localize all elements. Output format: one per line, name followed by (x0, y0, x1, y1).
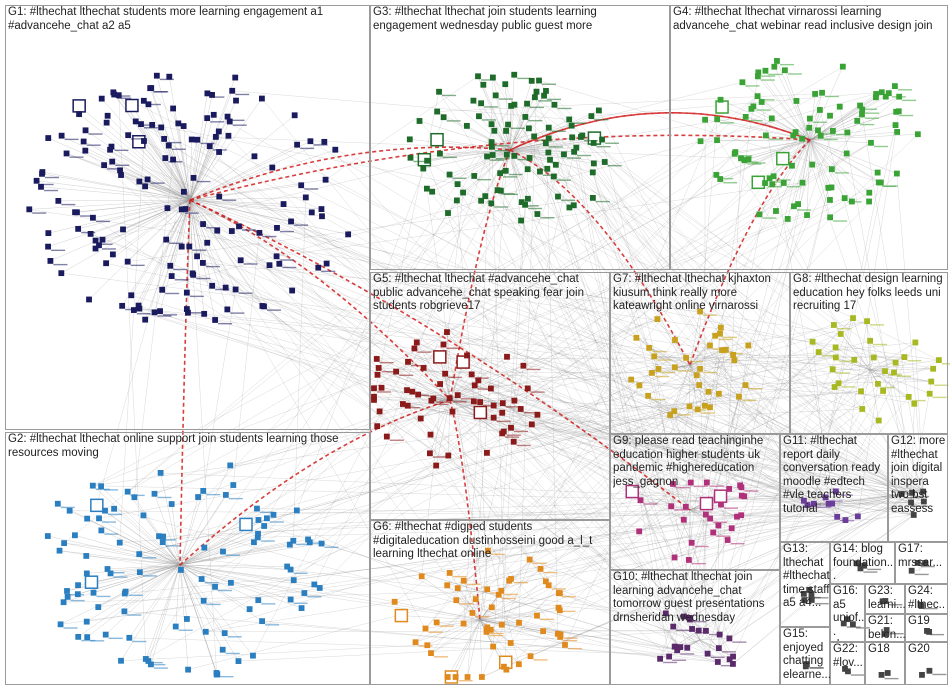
group-box-g20: G20 (905, 642, 948, 685)
group-box-g23: G23: learni... (865, 584, 905, 614)
group-label-g15: G15: enjoyed chatting elearne... (783, 628, 831, 682)
group-label-g17: G17: mrssar... (898, 543, 948, 570)
group-label-g24: G24: #lthec... (908, 585, 948, 613)
group-label-g20: G20 (908, 643, 948, 657)
group-label-g19: G19 (908, 615, 948, 629)
group-box-g11: G11: #lthechat report daily conversation… (780, 434, 888, 542)
group-box-g5: G5: #lthechat lthechat #advancehe_chat p… (370, 272, 610, 520)
group-label-g13: G13: lthechat #lthechat time staff a5 a4… (783, 543, 831, 611)
group-box-g9: G9: please read teachinginhe education h… (610, 434, 780, 570)
group-label-g3: G3: #lthechat lthechat join students lea… (373, 6, 638, 33)
group-label-g23: G23: learni... (868, 585, 906, 612)
group-box-g2: G2: #lthechat lthechat online support jo… (5, 432, 370, 685)
group-label-g4: G4: #lthechat lthechat virnarossi learni… (673, 6, 948, 33)
group-label-g16: G16: a5 uniof... deve... (833, 585, 866, 641)
group-label-g2: G2: #lthechat lthechat online support jo… (8, 433, 363, 460)
group-box-g13: G13: lthechat #lthechat time staff a5 a4… (780, 542, 830, 627)
group-label-g6: G6: #lthechat #digped students #digitale… (373, 521, 608, 562)
group-box-g19: G19 (905, 614, 948, 642)
group-label-g8: G8: #lthechat design learning education … (793, 273, 945, 314)
group-label-g5: G5: #lthechat lthechat #advancehe_chat p… (373, 273, 598, 314)
group-label-g11: G11: #lthechat report daily conversation… (783, 435, 888, 516)
group-label-g10: G10: #lthechat lthechat join learning ad… (613, 571, 778, 625)
group-box-g17: G17: mrssar... (895, 542, 948, 584)
group-box-g4: G4: #lthechat lthechat virnarossi learni… (670, 5, 948, 270)
group-box-g10: G10: #lthechat lthechat join learning ad… (610, 570, 780, 685)
group-box-g8: G8: #lthechat design learning education … (790, 272, 948, 434)
group-label-g21: G21: belon... (868, 615, 906, 641)
group-label-g14: G14: blog foundation... (833, 543, 895, 583)
group-box-g15: G15: enjoyed chatting elearne... (780, 627, 830, 685)
group-label-g18: G18 (868, 643, 906, 657)
group-box-g7: G7: #lthechat lthechat kjhaxton kiusum t… (610, 272, 790, 434)
group-label-g7: G7: #lthechat lthechat kjhaxton kiusum t… (613, 273, 783, 314)
group-label-g12: G12: more #lthechat join digital inspera… (891, 435, 949, 516)
group-label-g1: G1: #lthechat lthechat students more lea… (8, 6, 363, 33)
group-box-g21: G21: belon... (865, 614, 905, 642)
group-box-g1: G1: #lthechat lthechat students more lea… (5, 5, 370, 430)
group-box-g24: G24: #lthec... (905, 584, 948, 614)
group-box-g14: G14: blog foundation... (830, 542, 895, 584)
group-box-g18: G18 (865, 642, 905, 685)
group-box-g12: G12: more #lthechat join digital inspera… (888, 434, 948, 542)
group-box-g6: G6: #lthechat #digped students #digitale… (370, 520, 610, 685)
group-box-g16: G16: a5 uniof... deve... (830, 584, 865, 642)
group-label-g22: G22: #lov... (833, 643, 866, 670)
group-box-g22: G22: #lov... (830, 642, 865, 685)
group-box-g3: G3: #lthechat lthechat join students lea… (370, 5, 670, 270)
group-label-g9: G9: please read teachinginhe education h… (613, 435, 778, 489)
